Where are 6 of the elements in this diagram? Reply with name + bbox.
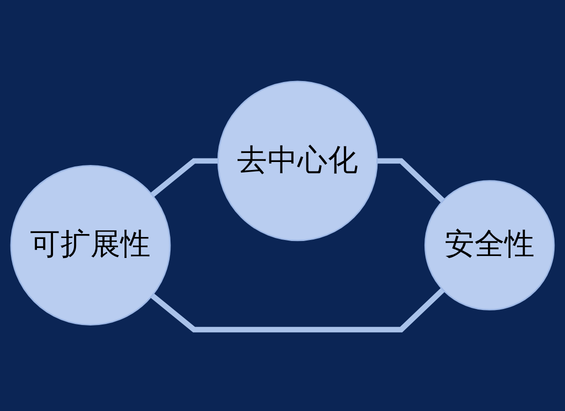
connector <box>150 288 445 332</box>
node-circle: 去中心化 <box>217 80 378 242</box>
node-circle: 安全性 <box>424 180 555 310</box>
connector <box>377 158 445 203</box>
node-circle: 可扩展性 <box>10 165 171 326</box>
connector <box>150 158 218 198</box>
